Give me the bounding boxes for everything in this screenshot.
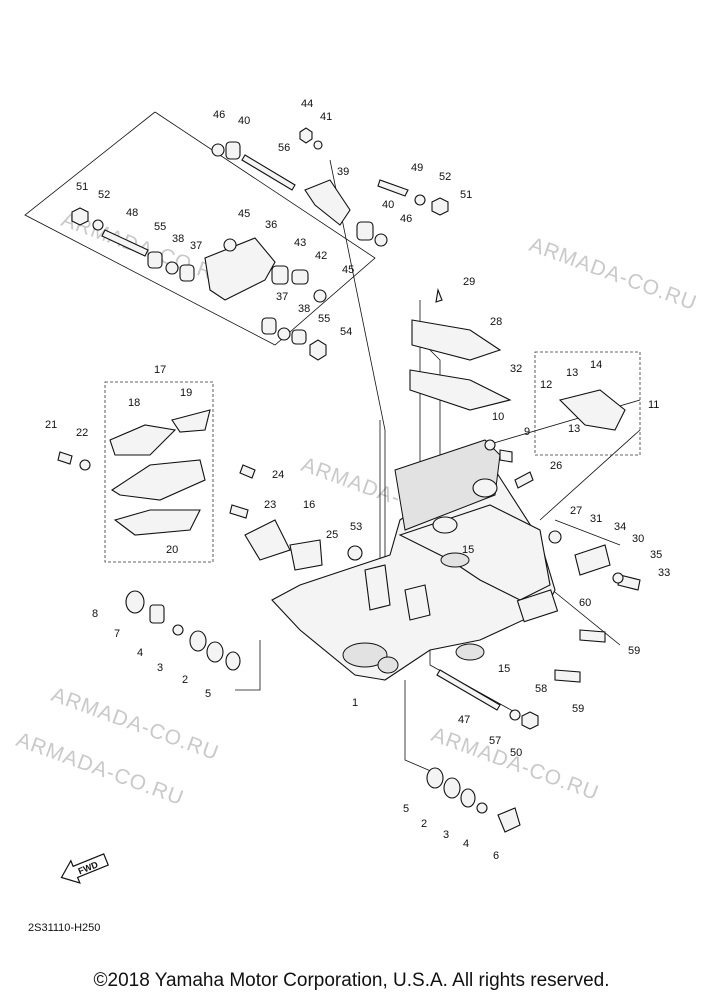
callout-45: 45 bbox=[238, 208, 250, 220]
callout-52: 52 bbox=[439, 171, 451, 183]
callout-23: 23 bbox=[264, 499, 276, 511]
linkage-parts bbox=[71, 127, 449, 361]
callout-36: 36 bbox=[265, 219, 277, 231]
callout-5: 5 bbox=[205, 688, 211, 700]
callout-25: 25 bbox=[326, 529, 338, 541]
watermark: ARMADA-CO.RU bbox=[526, 233, 700, 315]
callout-55: 55 bbox=[154, 221, 166, 233]
callout-12: 12 bbox=[540, 379, 552, 391]
callout-51: 51 bbox=[460, 189, 472, 201]
callout-6: 6 bbox=[493, 850, 499, 862]
fwd-arrow-icon: FWD bbox=[60, 853, 109, 884]
callout-4: 4 bbox=[137, 647, 143, 659]
callout-37: 37 bbox=[276, 291, 288, 303]
swingarm bbox=[271, 439, 556, 681]
callout-42: 42 bbox=[315, 250, 327, 262]
callout-24: 24 bbox=[272, 469, 284, 481]
callout-44: 44 bbox=[301, 98, 313, 110]
callout-34: 34 bbox=[614, 521, 626, 533]
callout-47: 47 bbox=[458, 714, 470, 726]
diagram-code: 2S31110-H250 bbox=[28, 922, 101, 934]
callout-8: 8 bbox=[92, 608, 98, 620]
callout-11: 11 bbox=[648, 399, 659, 411]
callout-18: 18 bbox=[128, 397, 140, 409]
callout-3: 3 bbox=[157, 662, 163, 674]
callout-13: 13 bbox=[566, 367, 578, 379]
callout-22: 22 bbox=[76, 427, 88, 439]
callout-38: 38 bbox=[298, 303, 310, 315]
callout-3: 3 bbox=[443, 829, 449, 841]
callout-10: 10 bbox=[492, 411, 504, 423]
callout-41: 41 bbox=[320, 111, 332, 123]
callout-13: 13 bbox=[568, 423, 580, 435]
callout-37: 37 bbox=[190, 240, 202, 252]
callout-9: 9 bbox=[524, 426, 530, 438]
callout-16: 16 bbox=[303, 499, 315, 511]
callout-52: 52 bbox=[98, 189, 110, 201]
callout-59: 59 bbox=[572, 703, 584, 715]
callout-29: 29 bbox=[463, 276, 475, 288]
watermarks: ARMADA-CO.RU ARMADA-CO.RU ARMADA-CO.RU A… bbox=[13, 208, 700, 810]
callout-19: 19 bbox=[180, 387, 192, 399]
callout-54: 54 bbox=[340, 326, 352, 338]
callout-59: 59 bbox=[628, 645, 640, 657]
callout-21: 21 bbox=[45, 419, 57, 431]
callout-60: 60 bbox=[579, 597, 591, 609]
callout-46: 46 bbox=[400, 213, 412, 225]
callout-56: 56 bbox=[278, 142, 290, 154]
callout-49: 49 bbox=[411, 162, 423, 174]
callout-2: 2 bbox=[182, 674, 188, 686]
callout-2: 2 bbox=[421, 818, 427, 830]
callout-1: 1 bbox=[352, 697, 358, 709]
callout-28: 28 bbox=[490, 316, 502, 328]
callout-30: 30 bbox=[632, 533, 644, 545]
pivot-parts bbox=[57, 287, 641, 833]
callout-45: 45 bbox=[342, 264, 354, 276]
callout-43: 43 bbox=[294, 237, 306, 249]
callout-labels: 1 2 2 3 3 4 4 5 5 6 7 8 9 10 11 12 13 13… bbox=[45, 98, 670, 862]
callout-15: 15 bbox=[498, 663, 510, 675]
callout-57: 57 bbox=[489, 735, 501, 747]
callout-48: 48 bbox=[126, 207, 138, 219]
copyright-notice: ©2018 Yamaha Motor Corporation, U.S.A. A… bbox=[93, 970, 610, 991]
callout-58: 58 bbox=[535, 683, 547, 695]
callout-46: 46 bbox=[213, 109, 225, 121]
callout-39: 39 bbox=[337, 166, 349, 178]
covers bbox=[109, 319, 626, 661]
callout-27: 27 bbox=[570, 505, 582, 517]
callout-14: 14 bbox=[590, 359, 602, 371]
callout-32: 32 bbox=[510, 363, 522, 375]
callout-17: 17 bbox=[154, 364, 166, 376]
callout-5: 5 bbox=[403, 803, 409, 815]
callout-40: 40 bbox=[382, 199, 394, 211]
callout-35: 35 bbox=[650, 549, 662, 561]
callout-26: 26 bbox=[550, 460, 562, 472]
callout-7: 7 bbox=[114, 628, 120, 640]
callout-53: 53 bbox=[350, 521, 362, 533]
callout-38: 38 bbox=[172, 233, 184, 245]
callout-51: 51 bbox=[76, 181, 88, 193]
callout-20: 20 bbox=[166, 544, 178, 556]
callout-4: 4 bbox=[463, 838, 469, 850]
callout-50: 50 bbox=[510, 747, 522, 759]
callout-55: 55 bbox=[318, 313, 330, 325]
callout-40: 40 bbox=[238, 115, 250, 127]
callout-31: 31 bbox=[590, 513, 602, 525]
callout-15: 15 bbox=[462, 544, 474, 556]
callout-33: 33 bbox=[658, 567, 670, 579]
